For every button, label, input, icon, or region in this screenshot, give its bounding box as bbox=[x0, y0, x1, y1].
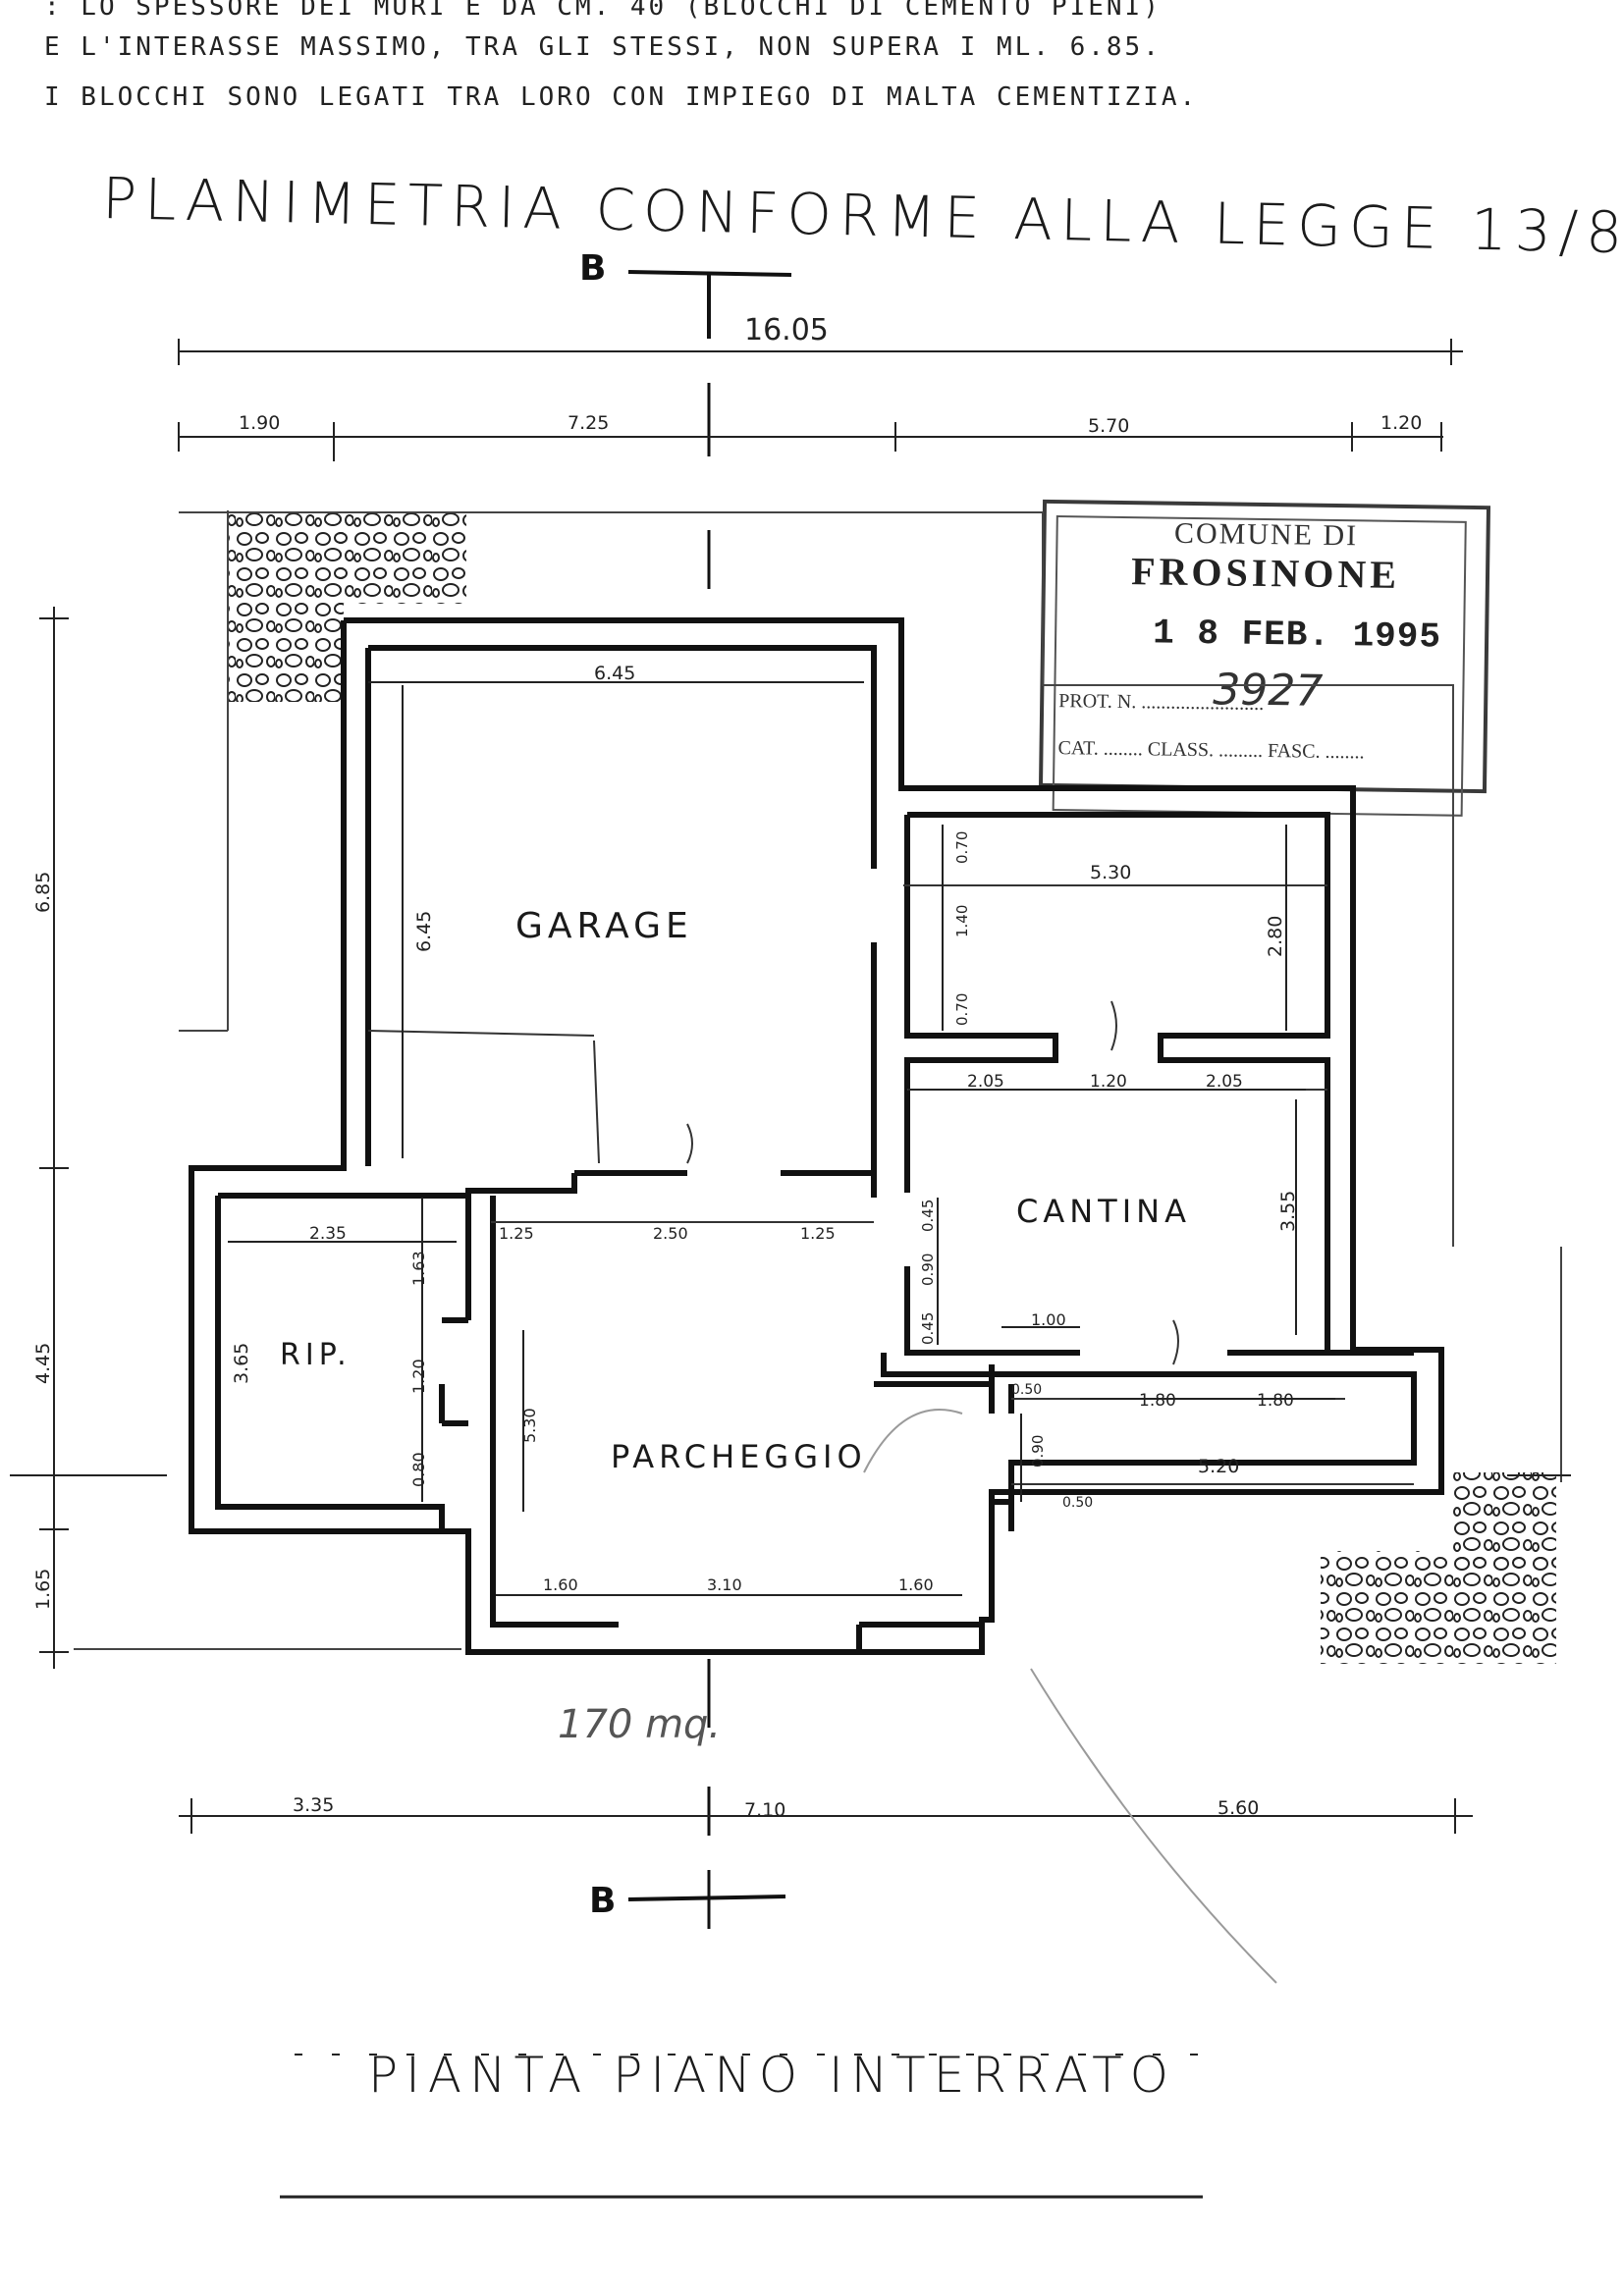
dim-rip-h: 3.65 bbox=[231, 1343, 252, 1384]
dim-c-100: 1.00 bbox=[1031, 1310, 1066, 1329]
dim-r-050a: 0.50 bbox=[1011, 1382, 1042, 1398]
area-note: 170 mq. bbox=[558, 1702, 721, 1747]
dim-room-w: 5.30 bbox=[1090, 862, 1131, 883]
room-label-rip: RIP. bbox=[280, 1338, 352, 1372]
section-mark-top: B bbox=[579, 248, 606, 289]
dim-cantina-h: 3.55 bbox=[1277, 1191, 1299, 1232]
gravel-area-right-strip bbox=[1453, 1472, 1556, 1561]
dim-total-top: 16.05 bbox=[744, 313, 829, 347]
dim-p-160b: 1.60 bbox=[898, 1575, 934, 1594]
dim-garage-w: 6.45 bbox=[594, 663, 635, 684]
dim-door-b: 1.40 bbox=[953, 905, 971, 937]
dim-c-180a: 1.80 bbox=[1139, 1391, 1176, 1411]
dim-left-445: 4.45 bbox=[32, 1343, 54, 1384]
dim-p-310: 3.10 bbox=[707, 1575, 742, 1594]
gravel-area-top-left-side bbox=[339, 510, 466, 604]
dim-c-205b: 2.05 bbox=[1206, 1072, 1243, 1092]
dim-c-045a: 0.45 bbox=[919, 1200, 937, 1232]
dim-top-4: 1.20 bbox=[1380, 412, 1422, 434]
dim-top-2: 7.25 bbox=[568, 412, 609, 434]
dim-left-165: 1.65 bbox=[32, 1569, 54, 1610]
room-label-garage: GARAGE bbox=[515, 906, 693, 946]
dim-c-090: 0.90 bbox=[919, 1254, 937, 1286]
dimension-lines bbox=[10, 339, 1571, 2199]
dim-bot-560: 5.60 bbox=[1217, 1797, 1259, 1819]
dim-p-125b: 1.25 bbox=[800, 1224, 836, 1243]
dim-c-045b: 0.45 bbox=[919, 1312, 937, 1345]
dim-bot-710: 7.10 bbox=[744, 1799, 785, 1821]
section-line-b bbox=[627, 270, 792, 1929]
note-line-3: I BLOCCHI SONO LEGATI TRA LORO CON IMPIE… bbox=[44, 82, 1199, 112]
dim-top-1: 1.90 bbox=[239, 412, 280, 434]
dim-p-125a: 1.25 bbox=[499, 1224, 534, 1243]
dim-left-685: 6.85 bbox=[32, 872, 54, 913]
dim-p-250: 2.50 bbox=[653, 1224, 688, 1243]
dim-r-050b: 0.50 bbox=[1062, 1495, 1093, 1511]
gravel-area-top-left bbox=[228, 510, 344, 618]
dim-r-090: 0.90 bbox=[1029, 1435, 1047, 1468]
room-label-cantina: CANTINA bbox=[1016, 1193, 1191, 1230]
dim-door-c: 0.70 bbox=[953, 993, 971, 1026]
dim-p-160a: 1.60 bbox=[543, 1575, 578, 1594]
dim-rip-w: 2.35 bbox=[309, 1224, 347, 1244]
section-mark-bottom: B bbox=[589, 1881, 616, 1921]
bottom-title: PIANTA PIANO INTERRATO bbox=[368, 2047, 1176, 2104]
room-label-parcheggio: PARCHEGGIO bbox=[611, 1438, 867, 1475]
dim-rip-163: 1.63 bbox=[409, 1251, 428, 1286]
dim-door-a: 0.70 bbox=[953, 831, 971, 864]
dim-c-180b: 1.80 bbox=[1257, 1391, 1294, 1411]
dim-c-120: 1.20 bbox=[1090, 1072, 1127, 1092]
gravel-area-top-left-strip bbox=[228, 618, 344, 702]
dim-p-530: 5.30 bbox=[520, 1408, 539, 1443]
dim-c-205a: 2.05 bbox=[967, 1072, 1004, 1092]
dim-rip-080: 0.80 bbox=[409, 1452, 428, 1487]
dim-garage-h: 6.45 bbox=[413, 911, 435, 952]
dim-r-520: 5.20 bbox=[1198, 1456, 1239, 1477]
building-walls bbox=[189, 617, 1444, 1655]
pencil-marks bbox=[863, 1409, 1277, 1984]
dim-bot-335: 3.35 bbox=[293, 1794, 334, 1816]
dim-top-3: 5.70 bbox=[1088, 415, 1129, 437]
dim-rip-120: 1.20 bbox=[409, 1359, 428, 1394]
dim-room-h: 2.80 bbox=[1265, 916, 1286, 957]
note-line-2: E L'INTERASSE MASSIMO, TRA GLI STESSI, N… bbox=[44, 32, 1162, 62]
note-line-1: : LO SPESSORE DEI MURI È DA CM. 40 (BLOC… bbox=[44, 0, 1162, 22]
gravel-area-bottom-right bbox=[1321, 1551, 1556, 1664]
site-outline bbox=[74, 510, 1562, 1650]
